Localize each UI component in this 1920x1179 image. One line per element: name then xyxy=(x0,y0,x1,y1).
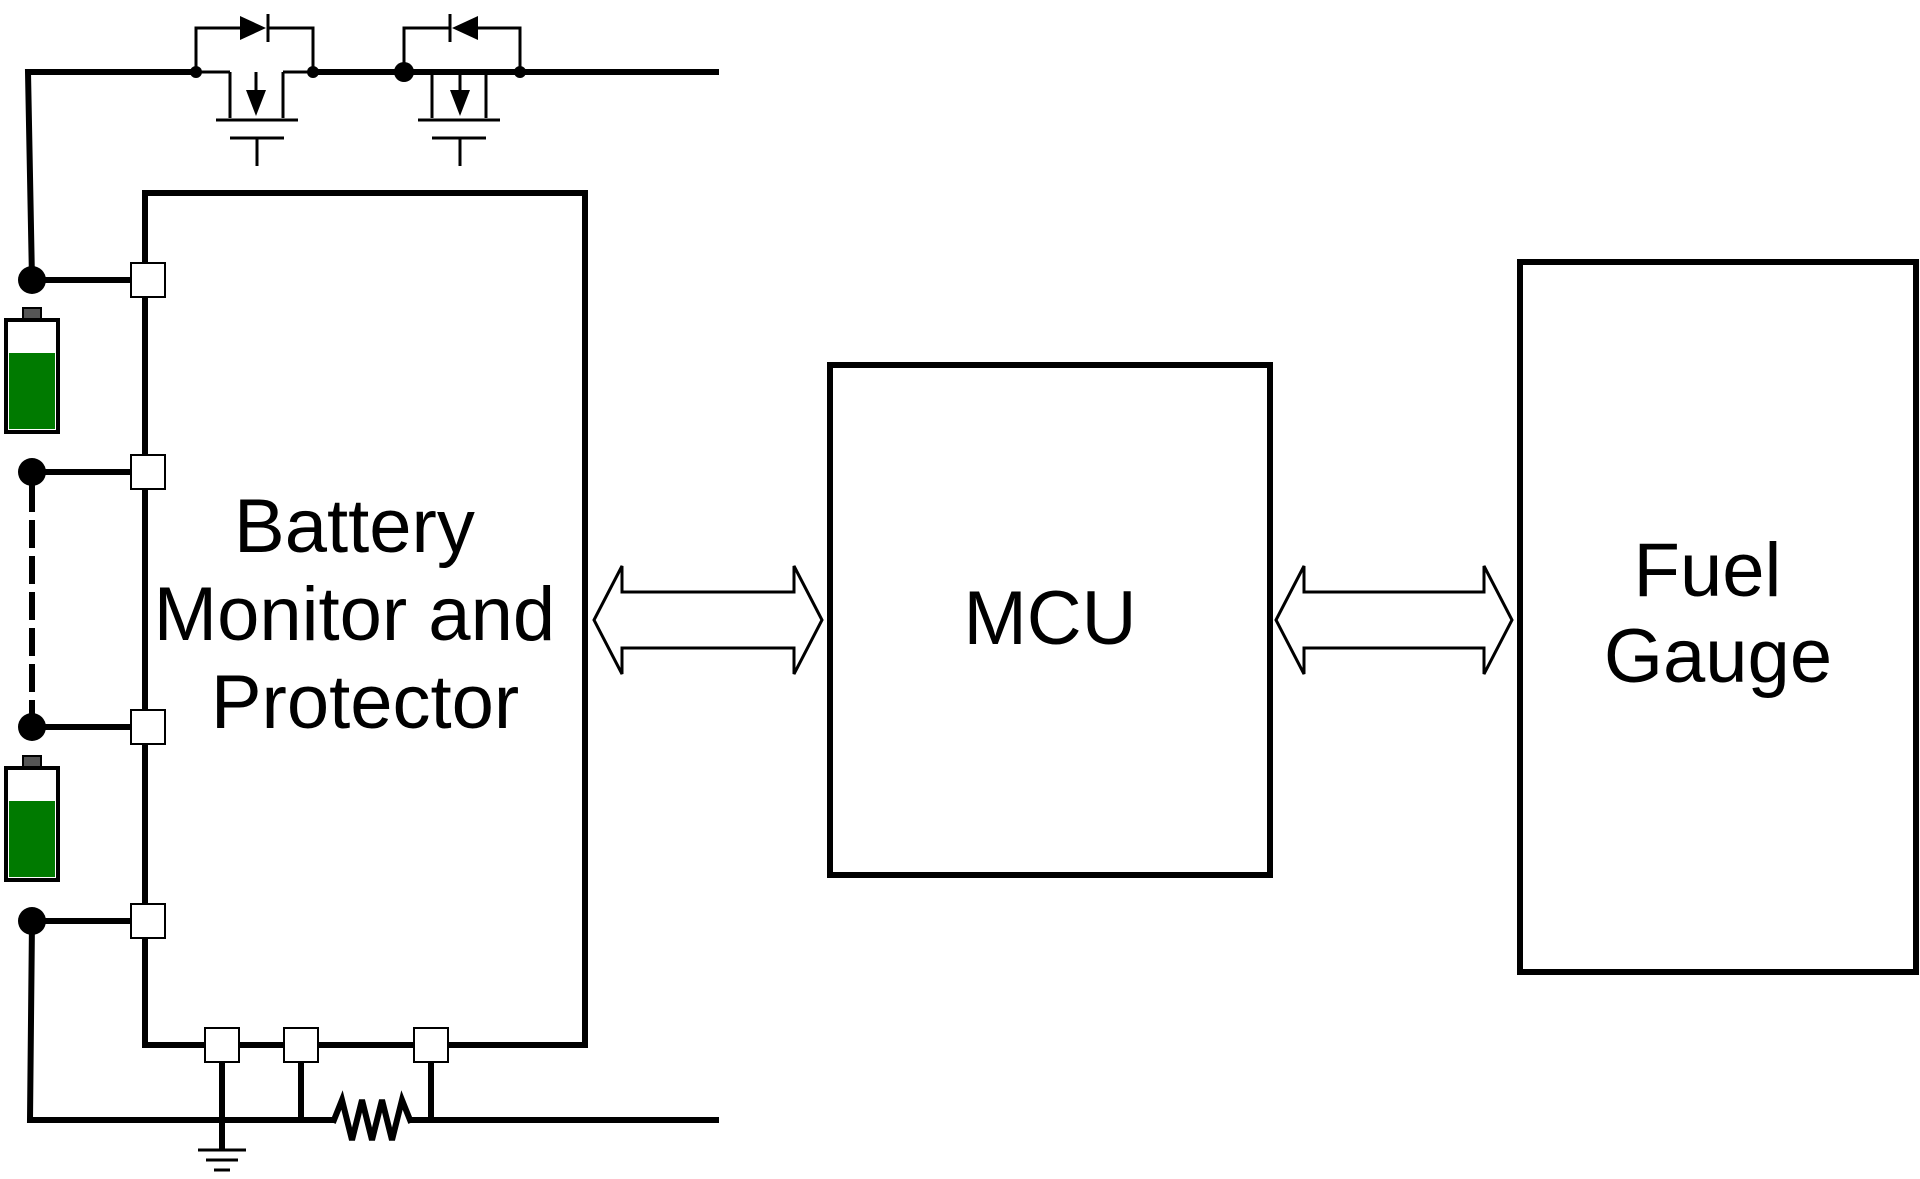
fuel-gauge-block xyxy=(1517,259,1919,975)
diode-icon xyxy=(240,16,266,40)
mcu-block xyxy=(827,362,1273,878)
bidirectional-arrow-icon xyxy=(1274,565,1514,675)
ground-icon xyxy=(198,1148,246,1172)
bidirectional-arrow-icon xyxy=(592,565,824,675)
resistor-icon xyxy=(330,1090,414,1142)
diode-icon xyxy=(452,16,478,40)
bottom-connections xyxy=(204,1027,449,1151)
battery-monitor-label: Battery Monitor and Protector xyxy=(154,484,576,745)
fuel-gauge-label: Fuel Gauge xyxy=(1604,528,1832,699)
cell-taps xyxy=(18,266,719,1123)
battery-monitor-block xyxy=(142,190,588,1048)
battery-cell-icon xyxy=(4,307,60,434)
battery-cell-icon xyxy=(4,755,60,882)
left-pins xyxy=(130,262,166,939)
charge-mosfet-icon xyxy=(394,14,526,166)
mcu-label: MCU xyxy=(963,576,1136,661)
discharge-mosfet-icon xyxy=(190,14,319,166)
